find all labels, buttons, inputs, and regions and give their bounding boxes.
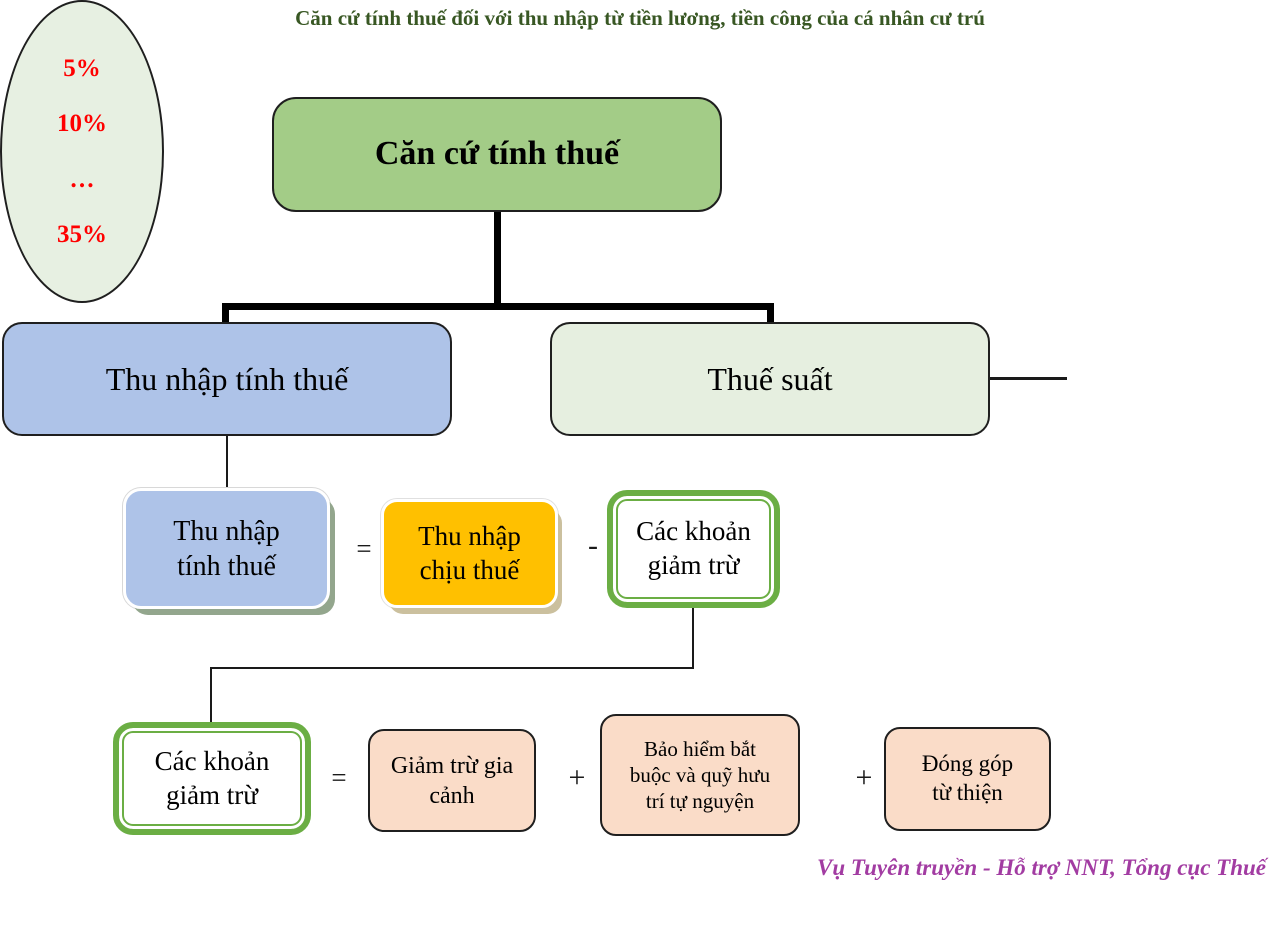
node-tax-rate: Thuế suất (550, 322, 990, 436)
tax-rates-ellipse: 5% 10% … 35% (0, 0, 164, 303)
node-deductions-small-label: Các khoản giảm trừ (154, 745, 270, 810)
connector-taxrate-to-ellipse (990, 377, 1067, 380)
node-tax-basis: Căn cứ tính thuế (272, 97, 722, 212)
page-title: Căn cứ tính thuế đối với thu nhập từ tiề… (295, 6, 985, 30)
node-insurance-pension: Bảo hiểm bắt buộc và quỹ hưu trí tự nguy… (600, 714, 800, 836)
node-deductions-label: Các khoản giảm trừ (636, 516, 751, 580)
tax-rate-value: 35% (57, 220, 107, 248)
equals-sign: = (356, 533, 372, 564)
plus-sign: + (568, 761, 586, 794)
node-charity-label: Đóng góp từ thiện (921, 751, 1014, 805)
connector-branch-horizontal (222, 303, 774, 310)
plus-sign: + (855, 761, 873, 794)
node-family-deduction-label: Giảm trừ gia cảnh (390, 752, 514, 809)
tax-rate-ellipsis: … (69, 165, 95, 193)
connector-deductions-elbow-vertical (210, 667, 212, 723)
connector-branch-right-stub (767, 303, 774, 323)
node-taxable-income-small: Thu nhập tính thuế (123, 488, 330, 609)
credit-line: Vụ Tuyên truyền - Hỗ trợ NNT, Tổng cục T… (817, 855, 1266, 880)
node-tax-basis-label: Căn cứ tính thuế (374, 135, 620, 173)
node-insurance-pension-label: Bảo hiểm bắt buộc và quỹ hưu trí tự nguy… (629, 736, 771, 814)
node-family-deduction: Giảm trừ gia cảnh (368, 729, 536, 832)
equals-sign: = (331, 762, 347, 793)
node-taxable-income-small-label: Thu nhập tính thuế (173, 515, 280, 582)
connector-root-vertical (494, 212, 501, 305)
node-charity: Đóng góp từ thiện (884, 727, 1051, 831)
connector-deductions-elbow-horizontal (210, 667, 694, 669)
tax-rate-value: 10% (57, 110, 107, 138)
connector-deductions-down (692, 608, 694, 668)
node-taxable-income: Thu nhập tính thuế (2, 322, 452, 436)
tax-rate-value: 5% (63, 55, 101, 83)
node-assessable-income-label: Thu nhập chịu thuế (418, 520, 521, 585)
node-deductions: Các khoản giảm trừ (607, 490, 780, 608)
node-tax-rate-label: Thuế suất (707, 361, 833, 397)
connector-taxable-income-down (226, 436, 228, 488)
node-deductions-small: Các khoản giảm trừ (113, 722, 311, 835)
minus-sign: - (588, 529, 598, 562)
connector-branch-left-stub (222, 303, 229, 323)
node-taxable-income-label: Thu nhập tính thuế (105, 361, 349, 397)
node-assessable-income: Thu nhập chịu thuế (381, 499, 558, 608)
